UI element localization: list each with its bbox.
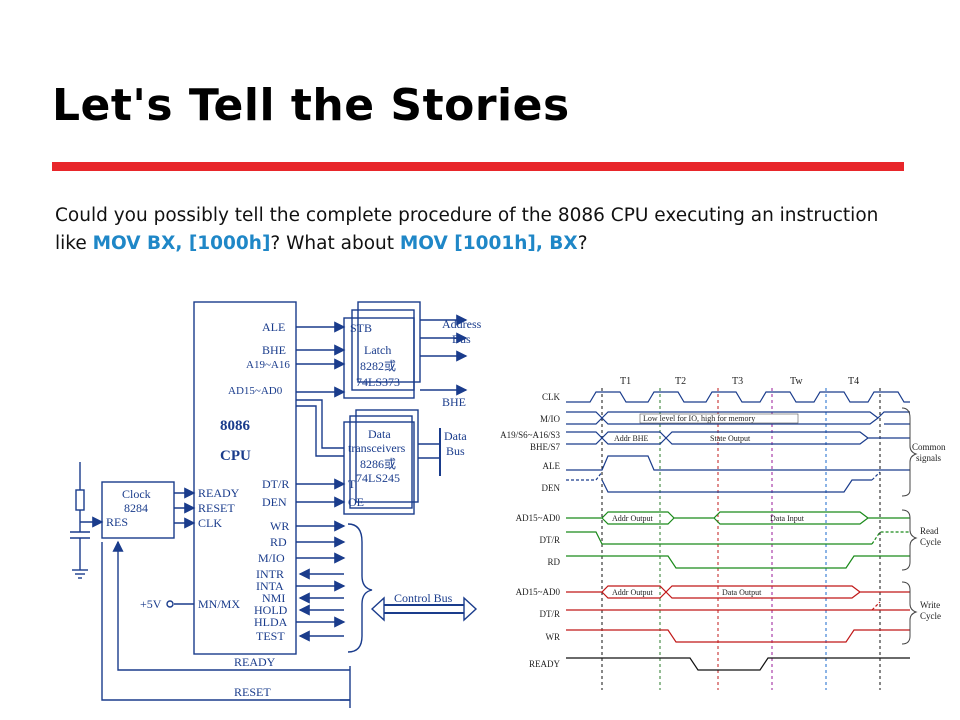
- data-output-text: Data Output: [722, 588, 762, 597]
- pin-inta: INTA: [256, 579, 284, 593]
- sig-mio: M/IO: [540, 414, 561, 424]
- clock-box: [101, 481, 175, 539]
- pin-nmi: NMI: [262, 591, 285, 605]
- latch-l2: 8282或: [360, 359, 396, 373]
- clock-l2: 8284: [124, 501, 148, 515]
- wave-clk: [566, 391, 910, 403]
- slide-title: Let's Tell the Stories: [52, 80, 570, 131]
- data-bus-l1: Data: [444, 429, 467, 443]
- pin-clk: CLK: [198, 516, 222, 530]
- pin-ale: ALE: [262, 320, 285, 334]
- state-t2: T2: [675, 376, 686, 387]
- wave-ready: [566, 657, 910, 671]
- wave-wr: [566, 629, 910, 643]
- sig-rd: RD: [547, 557, 560, 567]
- sig-bhe: BHE/S7: [530, 442, 561, 452]
- pin-wr: WR: [270, 519, 289, 533]
- pin-mio: M/IO: [258, 551, 285, 565]
- latch-l3: 74LS373: [356, 375, 400, 389]
- pin-intr: INTR: [256, 567, 284, 581]
- instruction-write: MOV [1001h], BX: [399, 233, 578, 254]
- sig-den: DEN: [542, 483, 561, 493]
- transceiver-box: [343, 421, 415, 515]
- instruction-read: MOV BX, [1000h]: [92, 233, 271, 254]
- bhe-out-label: BHE: [442, 395, 466, 409]
- wave-dtr-read: [566, 531, 872, 545]
- state-t1: T1: [620, 376, 631, 387]
- sig-clk: CLK: [542, 392, 561, 402]
- xcvr-t: T: [348, 477, 356, 491]
- wave-den: [566, 471, 603, 481]
- sig-wr: WR: [546, 632, 561, 642]
- addr-output-read: Addr Output: [612, 514, 653, 523]
- state-tw: Tw: [790, 376, 803, 387]
- pin-rd: RD: [270, 535, 287, 549]
- address-bus-l1: Address: [442, 317, 482, 331]
- wave-ad-write: [566, 585, 910, 599]
- ready-loop-label: READY: [234, 655, 276, 669]
- block-diagram: 8086 CPU ALE BHE A19~A16 AD15~AD0 DT/R D…: [70, 301, 484, 708]
- sig-ready: READY: [529, 659, 560, 669]
- question-part-3: ?: [577, 233, 588, 254]
- state-output-text: State Output: [710, 434, 751, 443]
- sig-a19: A19/S6~A16/S3: [500, 430, 560, 440]
- pin-mnmx: MN/MX: [198, 597, 240, 611]
- wave-rd: [566, 555, 910, 569]
- pin-bhe: BHE: [262, 343, 286, 357]
- xcvr-oe: OE: [348, 495, 364, 509]
- data-bus-l2: Bus: [446, 444, 465, 458]
- pin-test: TEST: [256, 629, 285, 643]
- sig-ale: ALE: [543, 461, 561, 471]
- xcvr-l2: transceivers: [348, 441, 406, 455]
- sig-dtr-read: DT/R: [539, 535, 560, 545]
- pin-den: DEN: [262, 495, 287, 509]
- state-t4: T4: [848, 376, 859, 387]
- mio-text: Low level for IO, high for memory: [643, 414, 755, 423]
- wave-ale: [566, 455, 910, 471]
- wave-mio: [566, 411, 910, 425]
- latch-l1: Latch: [364, 343, 391, 357]
- clock-l1: Clock: [122, 487, 151, 501]
- address-bus-label: Address Bus: [442, 317, 484, 346]
- question-part-1: Could you possibly tell the complete pro…: [55, 205, 879, 254]
- cpu-name: 8086: [220, 418, 251, 434]
- pin-ready: READY: [198, 486, 240, 500]
- sig-ad-read: AD15~AD0: [516, 513, 561, 523]
- control-bus-label: Control Bus: [394, 591, 453, 605]
- data-bus-label: Data Bus: [444, 429, 470, 458]
- cpu-box: [193, 301, 297, 655]
- title-underline: [52, 162, 904, 171]
- xcvr-l3: 8286或: [360, 457, 396, 471]
- xcvr-l1: Data: [368, 427, 391, 441]
- clock-res: RES: [106, 515, 128, 529]
- wave-a19: [566, 431, 910, 445]
- pin-reset: RESET: [198, 501, 235, 515]
- timing-diagram: T1 T2 T3 Tw T4 CLK M/IO A19/S6~A16/S3 BH…: [500, 376, 946, 690]
- address-bus-l2: Bus: [452, 332, 471, 346]
- addr-output-write: Addr Output: [612, 588, 653, 597]
- pin-dtr: DT/R: [262, 477, 289, 491]
- state-t3: T3: [732, 376, 743, 387]
- question-part-2: ? What about: [270, 233, 400, 254]
- question-text: Could you possibly tell the complete pro…: [55, 202, 915, 258]
- cpu-sub: CPU: [220, 448, 251, 464]
- sig-ad-write: AD15~AD0: [516, 587, 561, 597]
- reset-loop-label: RESET: [234, 685, 271, 699]
- plus5v-label: +5V: [140, 597, 162, 611]
- pin-hold: HOLD: [254, 603, 288, 617]
- sig-dtr-write: DT/R: [539, 609, 560, 619]
- latch-box: [343, 317, 415, 399]
- pin-a19: A19~A16: [246, 359, 290, 371]
- pin-ad: AD15~AD0: [228, 385, 283, 397]
- latch-stb: STB: [350, 321, 372, 335]
- wave-ad-read: [566, 511, 910, 525]
- data-input-text: Data Input: [770, 514, 805, 523]
- addr-bhe-text: Addr BHE: [614, 434, 649, 443]
- xcvr-l4: 74LS245: [356, 471, 400, 485]
- pin-hlda: HLDA: [254, 615, 288, 629]
